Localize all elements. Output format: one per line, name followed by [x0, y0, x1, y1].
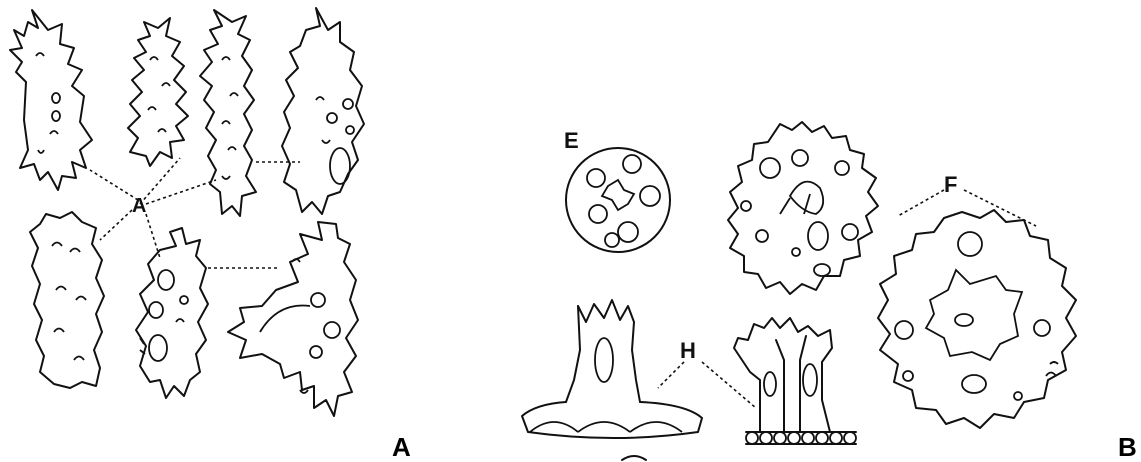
leader-lines-a: [90, 158, 300, 268]
panel-left: A: [10, 8, 364, 416]
spicule-disc-f-lower: [878, 210, 1076, 428]
callout-h: H: [680, 338, 696, 363]
spicule-rod-4: [282, 8, 364, 214]
spicule-disc-f-upper: [728, 122, 878, 294]
spicule-rod-2: [128, 18, 188, 166]
panel-label-b: B: [1118, 432, 1137, 462]
spicule-column-h-right: [734, 318, 856, 444]
callout-a: A: [132, 195, 146, 217]
partial-spicule-bottom: [622, 456, 646, 460]
callout-f: F: [944, 172, 957, 197]
panel-label-a: A: [392, 432, 411, 462]
spicule-rosette-e: [566, 148, 670, 252]
spicule-rod-7: [228, 222, 358, 416]
spicule-rod-1: [10, 10, 92, 190]
callout-e: E: [564, 128, 579, 153]
spicule-rod-5: [30, 212, 104, 388]
spicule-rod-6: [136, 228, 208, 398]
panel-right: E: [522, 122, 1076, 460]
spicule-pedestal-h-left: [522, 300, 702, 438]
leader-lines-h: [658, 362, 756, 408]
spicule-rod-3: [200, 10, 256, 216]
